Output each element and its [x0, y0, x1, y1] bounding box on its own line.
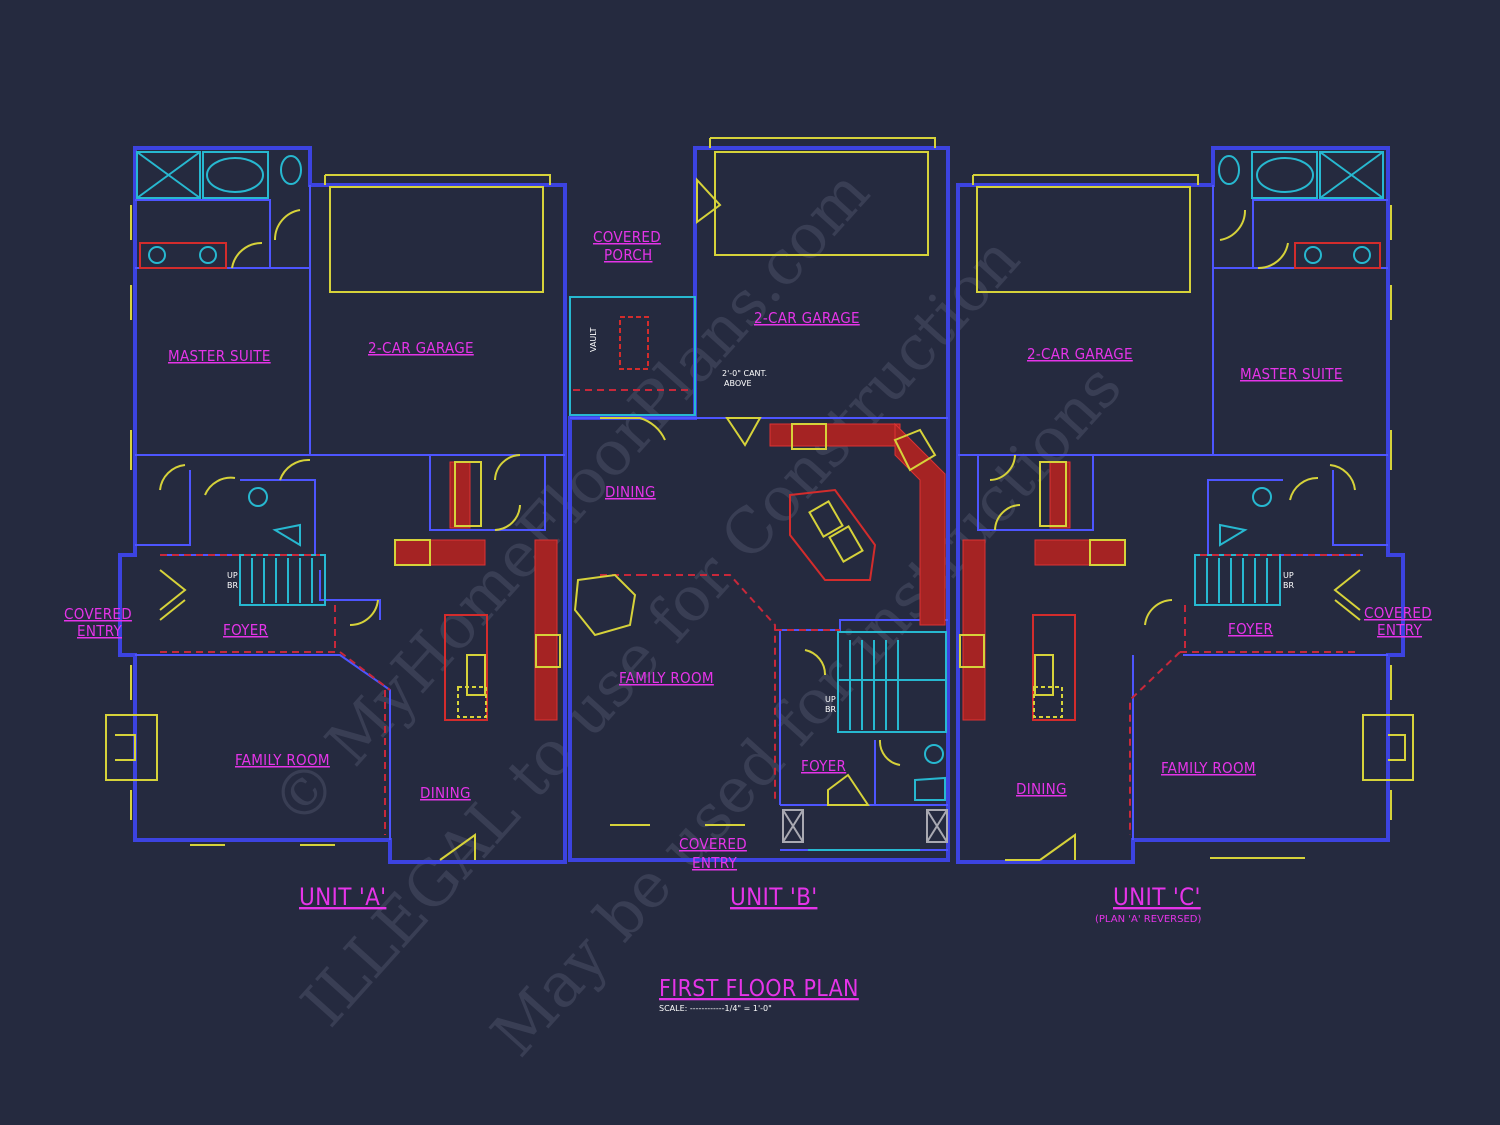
label-b-garage: 2-CAR GARAGE: [754, 309, 860, 327]
label-a-dining: DINING: [420, 784, 471, 802]
label-b-cant-note-2: ABOVE: [724, 379, 752, 388]
drawing-title: FIRST FLOOR PLAN: [659, 976, 859, 1002]
label-c-covered-entry-2: ENTRY: [1377, 621, 1422, 639]
label-a-covered-entry-2: ENTRY: [77, 622, 122, 640]
label-c-master-suite: MASTER SUITE: [1240, 365, 1343, 383]
label-b-foyer: FOYER: [801, 757, 846, 775]
unit-a-plan: [105, 146, 567, 864]
label-unit-c: UNIT 'C': [1113, 883, 1201, 911]
label-unit-a: UNIT 'A': [299, 883, 386, 911]
label-unit-b: UNIT 'B': [730, 883, 817, 911]
label-a-master-suite: MASTER SUITE: [168, 347, 271, 365]
label-b-covered-entry-1: COVERED: [679, 835, 747, 853]
label-c-stair-br: BR: [1283, 581, 1294, 590]
label-b-covered-porch-2: PORCH: [604, 246, 652, 264]
label-b-dining: DINING: [605, 483, 656, 501]
label-a-stair-up: UP: [227, 571, 238, 580]
label-unit-c-subtitle: (PLAN 'A' REVERSED): [1095, 914, 1201, 925]
label-a-foyer: FOYER: [223, 621, 268, 639]
label-c-garage: 2-CAR GARAGE: [1027, 345, 1133, 363]
label-a-family-room: FAMILY ROOM: [235, 751, 330, 769]
unit-b-plan: [568, 137, 950, 862]
label-b-family-room: FAMILY ROOM: [619, 669, 714, 687]
label-b-vault: VAULT: [589, 327, 598, 352]
label-c-family-room: FAMILY ROOM: [1161, 759, 1256, 777]
label-a-covered-entry-1: COVERED: [64, 605, 132, 623]
label-b-cant-note-1: 2'-0" CANT.: [722, 369, 767, 378]
unit-c-plan: [956, 146, 1414, 864]
room-labels: MASTER SUITE 2-CAR GARAGE COVERED ENTRY …: [64, 228, 1432, 1013]
label-a-garage: 2-CAR GARAGE: [368, 339, 474, 357]
label-b-stair-br: BR: [825, 705, 836, 714]
label-c-covered-entry-1: COVERED: [1364, 604, 1432, 622]
drawing-scale: SCALE: ------------1/4" = 1'-0": [659, 1004, 772, 1013]
label-c-stair-up: UP: [1283, 571, 1294, 580]
label-b-covered-porch-1: COVERED: [593, 228, 661, 246]
label-a-stair-br: BR: [227, 581, 238, 590]
label-b-covered-entry-2: ENTRY: [692, 854, 737, 872]
label-b-stair-up: UP: [825, 695, 836, 704]
label-c-foyer: FOYER: [1228, 620, 1273, 638]
label-c-dining: DINING: [1016, 780, 1067, 798]
